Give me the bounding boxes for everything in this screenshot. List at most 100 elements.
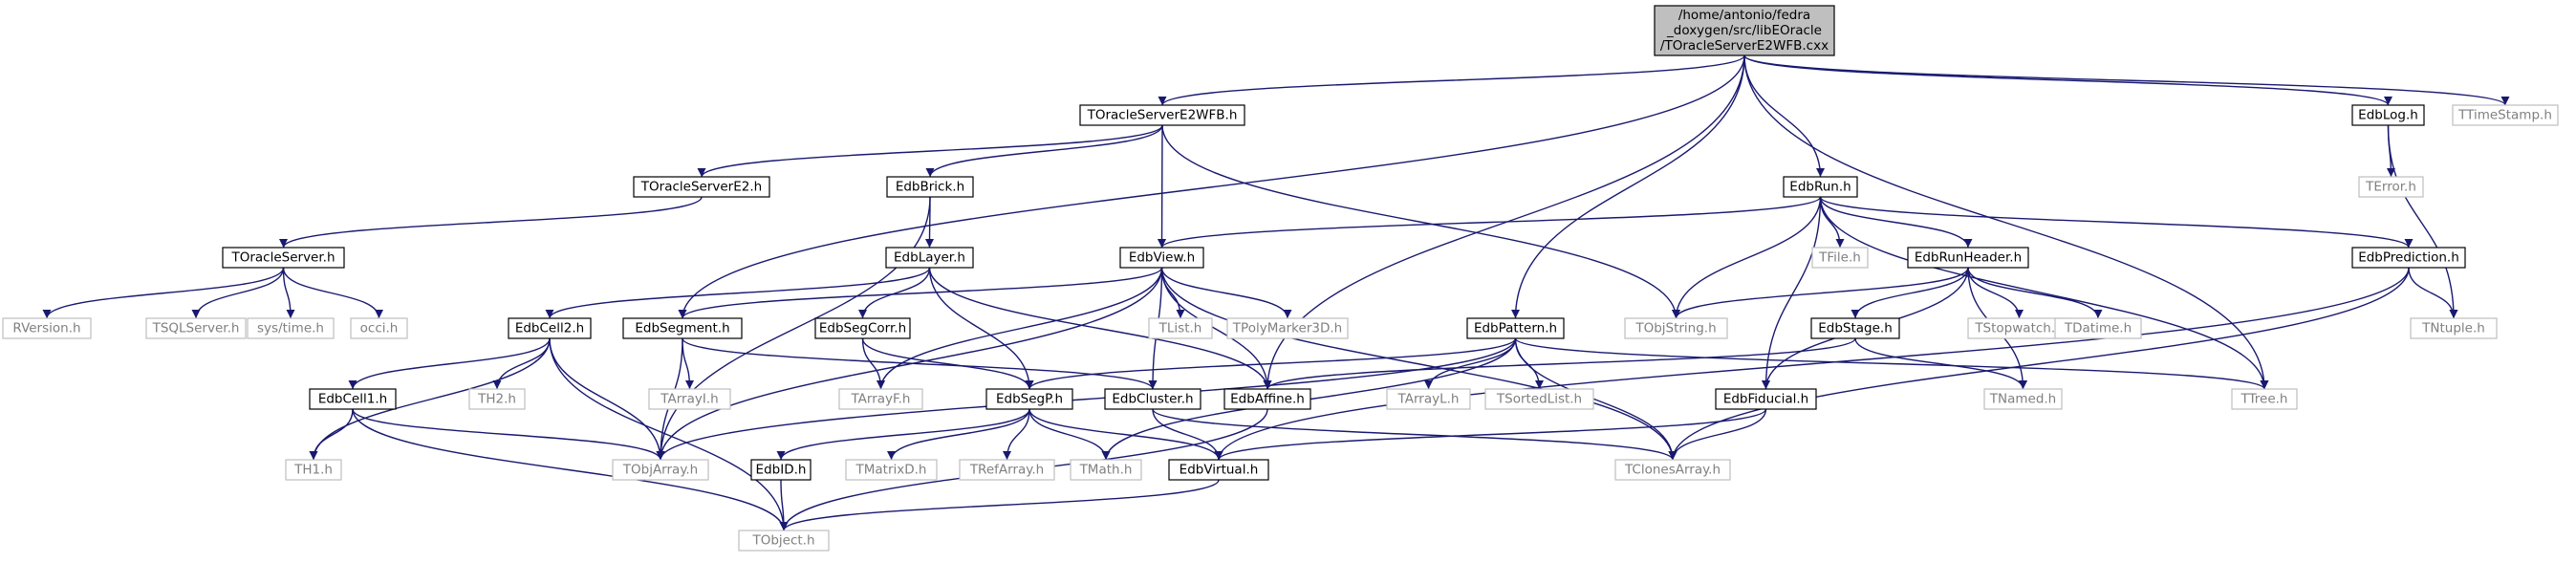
node-box [886, 176, 974, 198]
edge-edbstage-h-to-edbaffine-h [1263, 337, 1856, 390]
node-box [2410, 317, 2498, 339]
node-box [2351, 247, 2466, 269]
node-box [2351, 104, 2425, 126]
node-box [247, 317, 335, 339]
edge-toracleservere2wfb-h-to-edbview-h [1158, 124, 1167, 249]
node-box [845, 459, 938, 481]
node-box [1168, 459, 1269, 481]
edge-edbrun-h-to-edbrunheader-h [1819, 196, 1973, 249]
node-edbcluster-h[interactable]: EdbCluster.h [1104, 388, 1201, 410]
node-box [2358, 176, 2424, 198]
node-box [222, 247, 345, 269]
node-box [2452, 104, 2559, 126]
node-tnamed-h: TNamed.h [1983, 388, 2063, 410]
node-tsqlserver-h: TSQLServer.h [145, 317, 247, 339]
node-label: TOracleServer.h [230, 250, 335, 266]
edge-root-to-edbpattern-h [1511, 54, 1745, 319]
node-tobject-h: TObject.h [738, 530, 830, 552]
node-tstopwatch-h: TStopwatch.h [1967, 317, 2071, 339]
node-edbid-h[interactable]: EdbID.h [750, 459, 812, 481]
edge-edbview-h-to-tclonesarray-h [1160, 267, 1678, 461]
node-label: RVersion.h [12, 321, 80, 336]
node-box [1614, 459, 1731, 481]
node-box [633, 176, 770, 198]
node-edbrunheader-h[interactable]: EdbRunHeader.h [1907, 247, 2029, 269]
node-edbsegp-h[interactable]: EdbSegP.h [985, 388, 1073, 410]
node-edbpattern-h[interactable]: EdbPattern.h [1466, 317, 1565, 339]
node-edblog-h[interactable]: EdbLog.h [2351, 104, 2425, 126]
edge-edblayer-h-to-edbsegp-h [928, 267, 1034, 390]
node-edbsegcorr-h[interactable]: EdbSegCorr.h [814, 317, 911, 339]
node-box [2054, 317, 2142, 339]
node-tarrayl-h: TArrayL.h [1386, 388, 1471, 410]
node-box [1070, 459, 1142, 481]
node-edbbrick-h[interactable]: EdbBrick.h [886, 176, 974, 198]
node-edbaffine-h[interactable]: EdbAffine.h [1223, 388, 1311, 410]
node-label: TSortedList.h [1496, 392, 1582, 407]
node-label: TDatime.h [2064, 321, 2132, 336]
node-label: EdbStage.h [1818, 321, 1893, 336]
node-label: sys/time.h [257, 321, 324, 336]
node-edbrun-h[interactable]: EdbRun.h [1783, 176, 1858, 198]
edge-root-to-ttimestamp-h [1743, 54, 2510, 106]
node-label: EdbView.h [1129, 250, 1195, 266]
node-edblayer-h[interactable]: EdbLayer.h [885, 247, 974, 269]
node-tmatrixd-h: TMatrixD.h [845, 459, 938, 481]
node-box [1983, 388, 2063, 410]
node-box [2231, 388, 2298, 410]
node-label: TMatrixD.h [855, 463, 927, 478]
edge-edbrunheader-h-to-tobjstring-h [1672, 267, 1969, 319]
node-label: EdbVirtual.h [1180, 463, 1259, 478]
node-box [145, 317, 247, 339]
node-occi-h: occi.h [350, 317, 408, 339]
node-label: TH1.h [293, 463, 333, 478]
edge-edbsegment-h-to-edbcluster-h [682, 337, 1158, 390]
edge-edbrunheader-h-to-tdatime-h [1967, 267, 2103, 319]
node-toracleservere2wfb-h[interactable]: TOracleServerE2WFB.h [1079, 104, 1245, 126]
node-toracleserver-h[interactable]: TOracleServer.h [222, 247, 345, 269]
node-label: EdbSegCorr.h [819, 321, 906, 336]
node-label: TArrayF.h [850, 392, 910, 407]
edge-edbcell2-h-to-edbcell1-h [348, 337, 551, 390]
node-box [1226, 317, 1349, 339]
node-box [285, 459, 342, 481]
edge-toracleserver-h-to-sys-time-h [282, 267, 295, 319]
node-edbcell2-h[interactable]: EdbCell2.h [508, 317, 592, 339]
node-edbcell1-h[interactable]: EdbCell1.h [309, 388, 397, 410]
node-tntuple-h: TNtuple.h [2410, 317, 2498, 339]
node-label: EdbPrediction.h [2358, 250, 2459, 266]
node-edbprediction-h[interactable]: EdbPrediction.h [2351, 247, 2466, 269]
node-label: TList.h [1158, 321, 1202, 336]
node-edbfiducial-h[interactable]: EdbFiducial.h [1715, 388, 1817, 410]
node-label: TObject.h [751, 533, 814, 549]
node-label: TH2.h [477, 392, 516, 407]
node-edbstage-h[interactable]: EdbStage.h [1810, 317, 1900, 339]
node-trefarray-h: TRefArray.h [959, 459, 1055, 481]
edge-edbsegp-h-to-edbvirtual-h [1028, 408, 1223, 461]
node-box [1783, 176, 1858, 198]
node-toracleservere2-h[interactable]: TOracleServerE2.h [633, 176, 770, 198]
node-th1-h: TH1.h [285, 459, 342, 481]
edge-edbprediction-h-to-tclonesarray-h [1668, 267, 2410, 461]
node-label: EdbBrick.h [896, 180, 964, 195]
node-edbsegment-h[interactable]: EdbSegment.h [622, 317, 743, 339]
node-box [1715, 388, 1817, 410]
node-box [1386, 388, 1471, 410]
edge-root-to-toracleservere2wfb-h [1158, 54, 1745, 106]
node-label: TError.h [2365, 180, 2416, 195]
edge-edbcell2-h-to-tobjarray-h [549, 337, 665, 461]
node-th2-h: TH2.h [468, 388, 526, 410]
edge-toracleservere2wfb-h-to-toracleservere2-h [697, 124, 1163, 178]
node-home-antonio-fedra-doxygen-src-libeoracle-toracleservere2wfb-cxx[interactable]: /home/antonio/fedra_doxygen/src/libEOrac… [1654, 5, 1835, 56]
node-label: EdbCell2.h [515, 321, 584, 336]
edge-edbstage-h-to-tnamed-h [1854, 337, 2027, 390]
node-label: TNtuple.h [2421, 321, 2485, 336]
node-label: TMath.h [1079, 463, 1133, 478]
node-edbview-h[interactable]: EdbView.h [1119, 247, 1204, 269]
edge-edbrun-h-to-tobjstring-h [1672, 196, 1822, 319]
node-box [1466, 317, 1565, 339]
edge-root-to-edbrun-h [1743, 54, 1825, 178]
edge-edbview-h-to-tpolymarker3d-h [1160, 267, 1292, 319]
node-edbvirtual-h[interactable]: EdbVirtual.h [1168, 459, 1269, 481]
